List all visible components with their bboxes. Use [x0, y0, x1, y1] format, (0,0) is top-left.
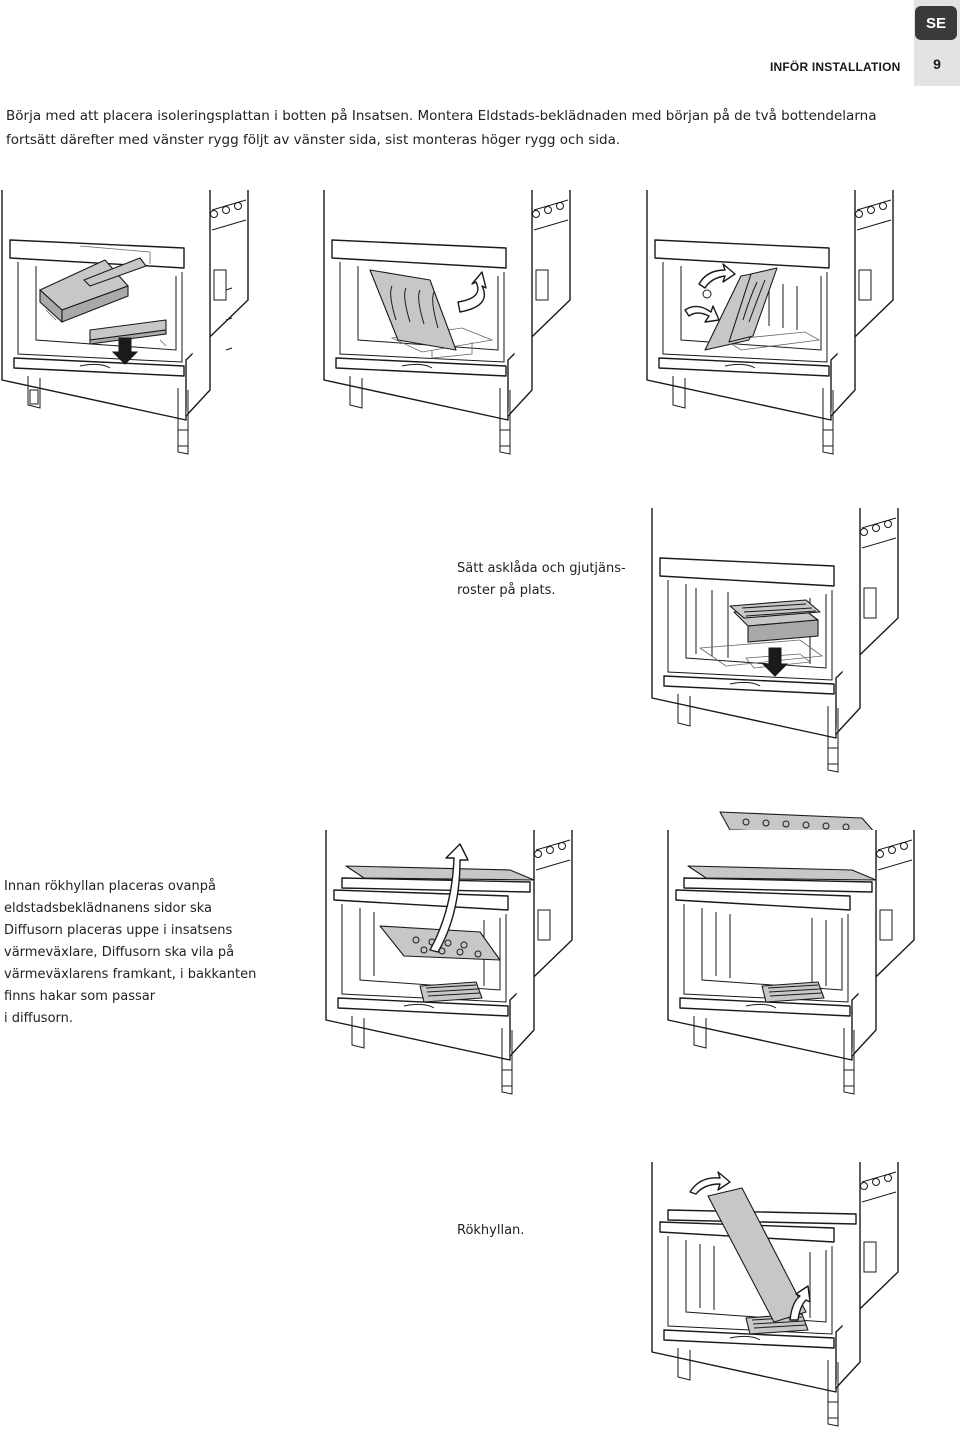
intro-paragraph: Börja med att placera isoleringsplattan …: [6, 108, 877, 148]
caption-diffuser: Innan rökhyllan placeras ovanpå eldstads…: [4, 876, 256, 1030]
illustration-diffuser-drop: [666, 800, 926, 1100]
caption-diffuser-line-5: värmeväxlarens framkant, i bakkanten: [4, 967, 257, 982]
section-title: INFÖR INSTALLATION: [770, 60, 901, 74]
caption-diffuser-line-1: Innan rökhyllan placeras ovanpå: [4, 879, 216, 894]
caption-smoke-shelf: Rökhyllan.: [457, 1223, 525, 1238]
page-number: 9: [933, 56, 941, 72]
caption-ash-box-line-1: Sätt asklåda och gjutjäns-: [457, 561, 626, 576]
caption-ash-box: Sätt asklåda och gjutjäns- roster på pla…: [457, 558, 626, 602]
caption-diffuser-line-6: finns hakar som passar: [4, 989, 156, 1004]
language-badge: SE: [915, 6, 957, 40]
illustration-diffuser-placement: [324, 830, 584, 1102]
illustration-insulation-plate: [0, 190, 260, 462]
caption-diffuser-line-3: Diffusorn placeras uppe i insatsens: [4, 923, 233, 938]
caption-diffuser-line-2: eldstadsbeklädnanens sidor ska: [4, 901, 213, 916]
illustration-ash-box: [650, 508, 910, 780]
illustration-left-back: [322, 190, 582, 462]
illustration-right-panels: [645, 190, 905, 462]
caption-diffuser-line-7: i diffusorn.: [4, 1011, 74, 1026]
caption-diffuser-line-4: värmeväxlare, Diffusorn ska vila på: [4, 945, 235, 960]
illustration-smoke-shelf: [650, 1162, 910, 1434]
caption-ash-box-line-2: roster på plats.: [457, 583, 556, 598]
